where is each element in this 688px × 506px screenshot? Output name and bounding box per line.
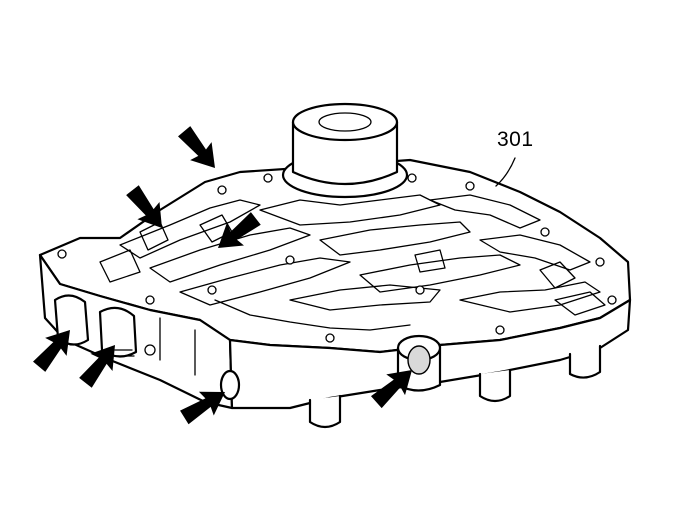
bolt-hole (607, 295, 617, 305)
boss (308, 394, 342, 429)
bolt-hole (595, 257, 605, 267)
valve-bores (53, 294, 241, 401)
arrow-top-3 (218, 212, 261, 248)
boss (478, 368, 512, 403)
bolt-hole (285, 255, 295, 265)
arrow-top-1 (178, 126, 215, 168)
bolt-hole (145, 295, 155, 305)
arrow-bottom-right (370, 370, 412, 409)
arrow-left-2 (79, 345, 115, 388)
bolt-hole (144, 344, 156, 356)
bolt-holes (57, 173, 617, 343)
arrow-left-1 (33, 330, 70, 372)
arrows (33, 126, 412, 425)
bolt-hole (540, 227, 550, 237)
bolt-hole (465, 181, 475, 191)
bolt-hole (495, 325, 505, 335)
bolt-hole (263, 173, 273, 183)
valve-bore (219, 369, 241, 401)
bolt-hole (217, 185, 227, 195)
center-cylinder (281, 102, 409, 199)
arrow-top-2 (126, 185, 162, 228)
arrow-bottom-left (180, 391, 225, 425)
bolt-hole (415, 285, 425, 295)
bolt-hole (207, 285, 217, 295)
mounting-bosses (308, 344, 602, 429)
cylinder-top (291, 102, 399, 142)
callout-label-301: 301 (497, 128, 534, 151)
bolt-hole (325, 333, 335, 343)
fluid-passages (99, 194, 606, 331)
boss (568, 344, 602, 379)
bolt-hole (57, 249, 67, 259)
cylinder-bore (318, 112, 372, 132)
bolt-hole (407, 173, 417, 183)
callout-leader-line (495, 157, 516, 187)
